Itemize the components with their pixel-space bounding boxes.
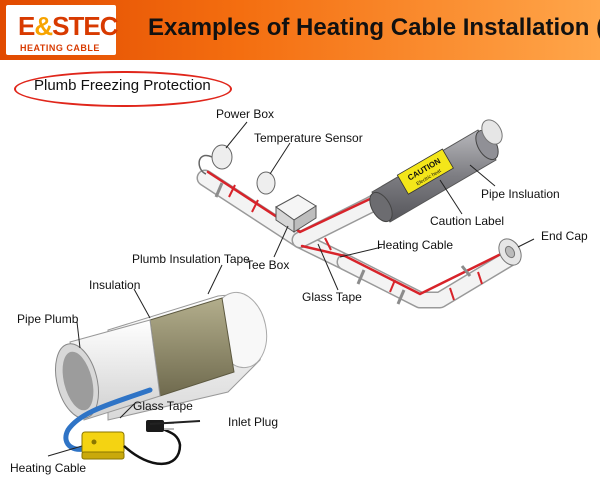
plug-cord [123,427,182,466]
glass-tape-bands [214,182,472,305]
heating-cable-line [206,170,507,296]
cable-wraps [228,184,483,301]
power-box [211,144,233,170]
header-bar: E&STEC HEATING CABLE Examples of Heating… [0,0,600,60]
label-plumb-insulation-tape: Plumb Insulation Tape [132,252,250,266]
top-leader-lines [225,121,535,291]
inlet-plug [146,420,174,432]
page-title: Examples of Heating Cable Installation (… [148,14,600,41]
label-inlet-plug: Inlet Plug [228,415,279,429]
section-title: Plumb Freezing Protection [34,77,211,94]
logo-wordmark: E&STEC [18,11,118,42]
label-pipe-plumb: Pipe Plumb [17,312,79,326]
label-glass-tape-bottom: Glass Tape [133,399,193,413]
label-power-box: Power Box [216,107,275,121]
yellow-control-box [81,431,125,460]
logo-subtitle: HEATING CABLE [20,43,100,53]
label-glass-tape-top: Glass Tape [302,290,362,304]
branch-flange [481,119,503,145]
caution-sticker: CAUTION Electric heat [396,148,454,195]
logo-letters-stec: STEC [52,11,118,41]
label-end-cap: End Cap [541,229,588,243]
label-caution-label: Caution Label [430,214,505,228]
temperature-sensor [256,171,276,195]
label-heating-cable-top: Heating Cable [377,238,454,252]
end-cap-center [504,245,516,259]
logo-letter-e: E [18,11,35,41]
tee-box [275,194,317,233]
blue-heating-cable [63,387,153,452]
logo: E&STEC HEATING CABLE [6,5,118,55]
label-tee-box: Tee Box [246,258,290,272]
pipe-system: CAUTION Electric heat [196,119,522,309]
pipe-opening-inner [62,351,94,411]
bottom-leader-lines [47,264,223,457]
logo-ampersand: & [34,11,53,41]
pipe-plumb-assembly [55,291,268,466]
label-heating-cable-bottom: Heating Cable [10,461,87,475]
section-oval [14,71,232,107]
insulation-end-left [369,191,393,223]
label-pipe-insulation: Pipe Insluation [481,187,560,201]
label-temperature-sensor: Temperature Sensor [254,131,363,145]
power-box-wire [198,154,213,175]
label-insulation: Insulation [89,278,141,292]
l-pipe [338,251,517,307]
